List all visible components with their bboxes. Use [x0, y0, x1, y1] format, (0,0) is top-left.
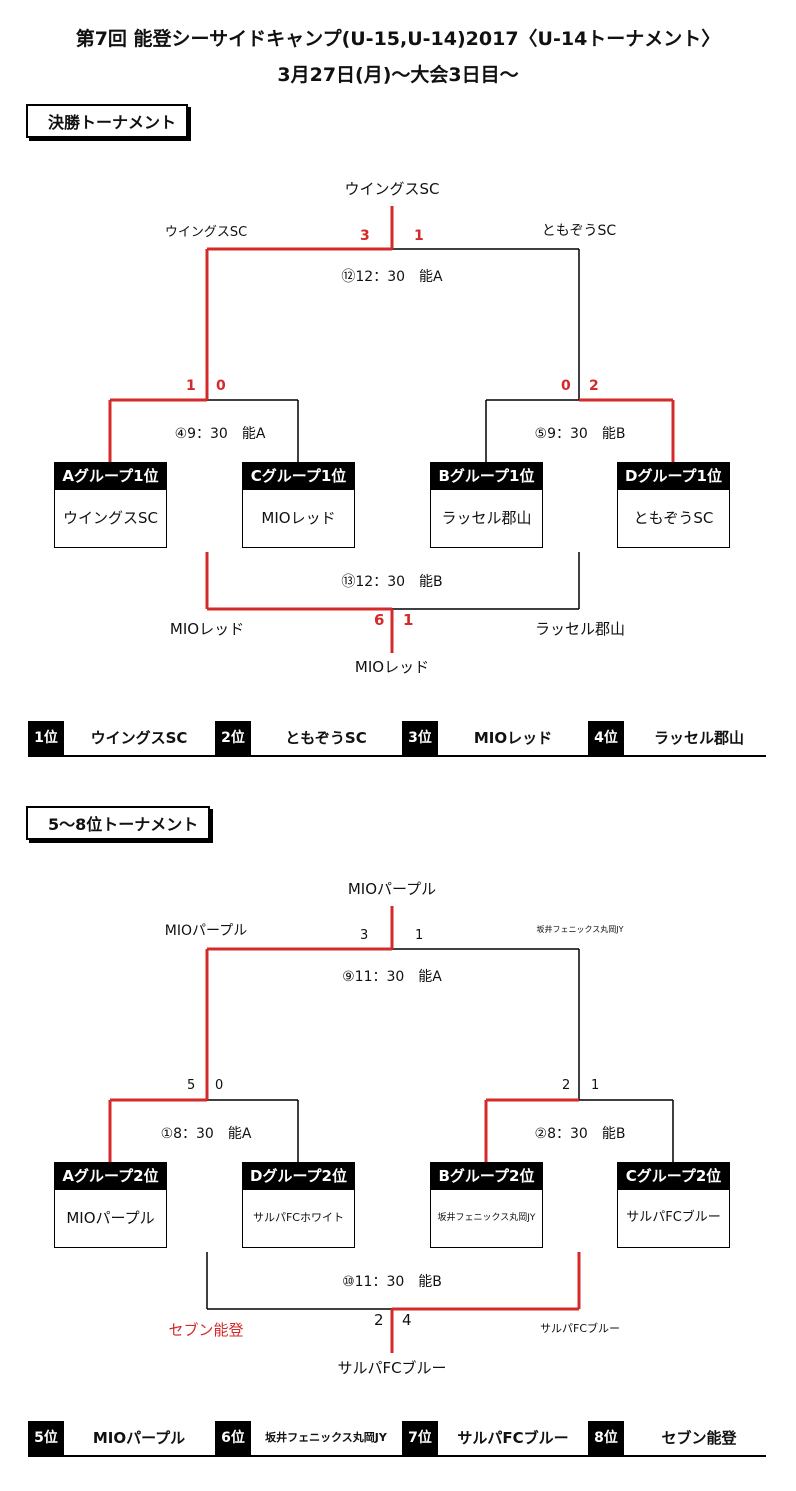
- final-left-semi-score-left: 1: [186, 378, 196, 394]
- final-ranking-row: 1位 ウイングスSC 2位 ともぞうSC 3位 MIOレッド 4位 ラッセル郡山: [28, 721, 766, 757]
- team-name: MIOパープル: [66, 1209, 155, 1227]
- placement-left-semi-match: ①8：30 能A: [160, 1126, 252, 1142]
- placement-third-left-team: セブン能登: [168, 1321, 244, 1339]
- rank-badge: 5位: [28, 1421, 64, 1455]
- placement-ranking-row: 5位 MIOパープル 6位 坂井フェニックス丸岡JY 7位 サルパFCブルー 8…: [28, 1421, 766, 1457]
- rank-team: 坂井フェニックス丸岡JY: [265, 1431, 387, 1444]
- final-top-right-team: ともぞうSC: [541, 223, 617, 239]
- final-top-left-team: ウイングスSC: [164, 225, 248, 240]
- final-tournament-label: 決勝トーナメント: [26, 104, 189, 138]
- rank-team: ともぞうSC: [285, 729, 367, 747]
- team-group-label: Aグループ1位: [55, 463, 166, 490]
- rank-badge: 1位: [28, 721, 64, 755]
- placement-third-winner: サルパFCブルー: [337, 1359, 447, 1377]
- team-box-d1: Dグループ1位 ともぞうSC: [617, 462, 730, 548]
- rank-badge: 2位: [215, 721, 251, 755]
- placement-third-score-right: 4: [402, 1311, 412, 1329]
- team-box-a2: Aグループ2位 MIOパープル: [54, 1162, 167, 1248]
- final-third-right-team: ラッセル郡山: [534, 620, 626, 638]
- placement-third-match: ⑩11：30 能B: [342, 1274, 442, 1290]
- placement-top-score-left: 3: [360, 928, 369, 943]
- team-group-label: Bグループ1位: [431, 463, 542, 490]
- final-left-semi-match: ④9：30 能A: [174, 426, 266, 442]
- placement-right-semi-score-left: 2: [562, 1078, 571, 1093]
- placement-third-score-left: 2: [374, 1311, 384, 1329]
- placement-top-right-team: 坂井フェニックス丸岡JY: [536, 925, 624, 934]
- team-group-label: Dグループ2位: [243, 1163, 354, 1190]
- team-name: ともぞうSC: [633, 509, 714, 527]
- placement-third-right-team: サルパFCブルー: [539, 1322, 621, 1335]
- rank-team: セブン能登: [661, 1429, 737, 1447]
- placement-top-score-right: 1: [415, 928, 424, 943]
- team-box-b1: Bグループ1位 ラッセル郡山: [430, 462, 543, 548]
- final-right-semi-score-right: 2: [589, 378, 599, 394]
- rank-team: サルパFCブルー: [457, 1429, 569, 1447]
- final-third-score-left: 6: [374, 611, 385, 629]
- final-third-match: ⑬12：30 能B: [341, 574, 443, 590]
- rank-badge: 4位: [588, 721, 624, 755]
- final-third-score-right: 1: [403, 611, 414, 629]
- placement-right-semi-match: ②8：30 能B: [534, 1126, 626, 1142]
- final-top-score-left: 3: [360, 228, 370, 244]
- team-box-d2: Dグループ2位 サルパFCホワイト: [242, 1162, 355, 1248]
- page-subtitle: 3月27日(月)～大会3日目～: [277, 64, 519, 86]
- final-third-winner: MIOレッド: [354, 658, 430, 676]
- team-box-c2: Cグループ2位 サルパFCブルー: [617, 1162, 730, 1248]
- team-group-label: Cグループ1位: [243, 463, 354, 490]
- placement-left-semi-score-left: 5: [187, 1078, 196, 1093]
- final-right-semi-match: ⑤9：30 能B: [534, 426, 626, 442]
- rank-team: ラッセル郡山: [653, 729, 744, 747]
- placement-champion: MIOパープル: [347, 880, 437, 898]
- team-box-a1: Aグループ1位 ウイングスSC: [54, 462, 167, 548]
- rank-badge: 3位: [402, 721, 438, 755]
- team-group-label: Aグループ2位: [55, 1163, 166, 1190]
- team-group-label: Dグループ1位: [618, 463, 729, 490]
- final-third-left-team: MIOレッド: [169, 620, 245, 638]
- rank-team: MIOレッド: [473, 729, 553, 747]
- placement-left-semi-score-right: 0: [215, 1078, 224, 1093]
- final-bracket-lines: [108, 206, 675, 653]
- final-top-score-right: 1: [414, 228, 424, 244]
- page-title: 第7回 能登シーサイドキャンプ(U-15,U-14)2017〈U-14トーナメン…: [75, 28, 721, 50]
- placement-right-semi-score-right: 1: [591, 1078, 600, 1093]
- team-box-c1: Cグループ1位 MIOレッド: [242, 462, 355, 548]
- final-champion: ウイングスSC: [344, 180, 440, 198]
- team-name: サルパFCブルー: [626, 1210, 721, 1225]
- team-box-b2: Bグループ2位 坂井フェニックス丸岡JY: [430, 1162, 543, 1248]
- team-name: サルパFCホワイト: [252, 1211, 344, 1224]
- team-name: ラッセル郡山: [441, 509, 532, 527]
- placement-top-left-team: MIOパープル: [164, 923, 248, 939]
- final-match-time: ⑫12：30 能A: [341, 269, 443, 285]
- team-group-label: Cグループ2位: [618, 1163, 729, 1190]
- final-right-semi-score-left: 0: [561, 378, 571, 394]
- rank-badge: 8位: [588, 1421, 624, 1455]
- team-group-label: Bグループ2位: [431, 1163, 542, 1190]
- rank-badge: 6位: [215, 1421, 251, 1455]
- team-name: MIOレッド: [261, 509, 336, 527]
- rank-team: ウイングスSC: [90, 729, 188, 747]
- team-name: ウイングスSC: [63, 509, 158, 527]
- rank-team: MIOパープル: [92, 1429, 186, 1447]
- final-left-semi-score-right: 0: [216, 378, 226, 394]
- placement-match-time: ⑨11：30 能A: [342, 969, 442, 985]
- rank-badge: 7位: [402, 1421, 438, 1455]
- placement-bracket-lines: [108, 906, 674, 1353]
- team-name: 坂井フェニックス丸岡JY: [437, 1213, 536, 1223]
- placement-tournament-label: 5～8位トーナメント: [26, 806, 211, 840]
